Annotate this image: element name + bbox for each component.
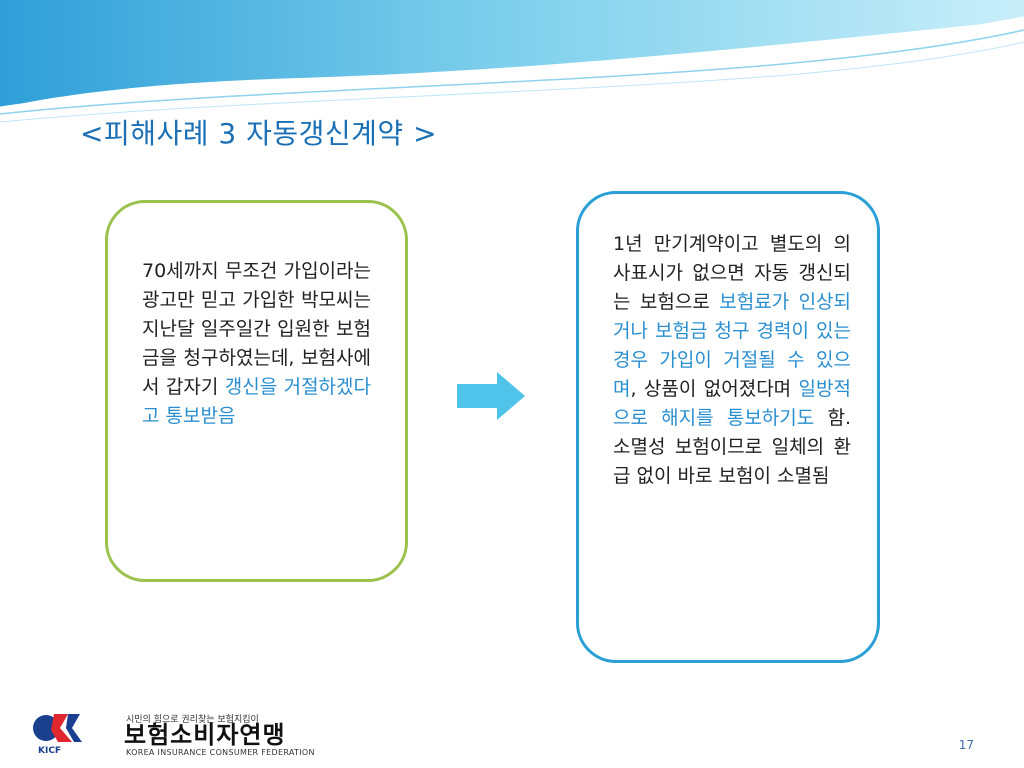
explanation-highlight-2: 일방적으로 해지를 통보하기도 [613,378,851,429]
explanation-box: 1년 만기계약이고 별도의 의사표시가 없으면 자동 갱신되는 보험으로 보험료… [576,191,880,663]
logo-name: 보험소비자연맹 [124,721,286,749]
explanation-highlight-1: 보험료가 인상되거나 보험금 청구 경력이 있는 경우 가입이 거절될 수 있으… [613,291,852,400]
header-wave-decoration [0,0,1024,123]
explanation-text-1: 1년 만기계약이고 별도의 의사표시가 없으면 자동 갱신되는 보험으로 [613,233,851,313]
logo-english-name: KOREA INSURANCE CONSUMER FEDERATION [126,748,315,757]
kicf-logo: KICF 시민의 힘으로 권리찾는 보험지킴이 보험소비자연맹 KOREA IN… [24,702,324,760]
slide-title: <피해사례 3 자동갱신계약 > [80,117,438,150]
page-number: 17 [958,738,974,752]
kicf-emblem-icon [33,714,82,742]
case-description-box: 70세까지 무조건 가입이라는 광고만 믿고 가입한 박모씨는 지난달 일주일간… [105,200,408,582]
logo-abbreviation: KICF [38,746,62,756]
explanation-text-3: 함. 소멸성 보험이므로 일체의 환급 없이 바로 보험이 소멸됨 [613,407,851,487]
logo-slogan: 시민의 힘으로 권리찾는 보험지킴이 [126,715,259,725]
explanation-text-2: , 상품이 없어졌다며 [630,378,799,400]
case-highlight-text: 갱신을 거절하겠다고 통보받음 [142,376,371,427]
case-description-text: 70세까지 무조건 가입이라는 광고만 믿고 가입한 박모씨는 지난달 일주일간… [142,260,371,398]
right-arrow-icon [457,372,525,420]
